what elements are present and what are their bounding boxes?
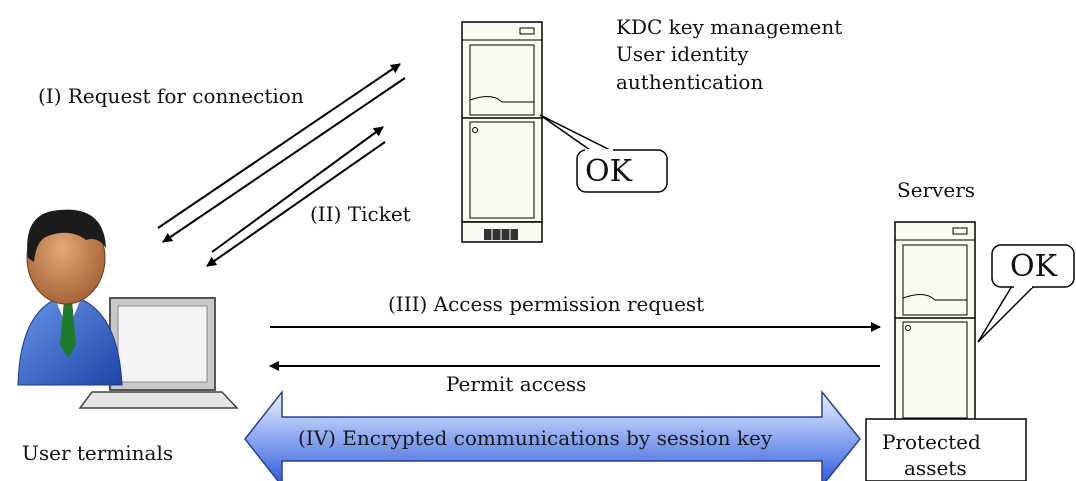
encrypted-communication-arrow (244, 389, 861, 481)
laptop-icon (78, 297, 239, 409)
step-access-request-label: (III) Access permission request (388, 292, 705, 316)
step-request-connection-label: (I) Request for connection (38, 84, 304, 108)
step-permit-access-label: Permit access (446, 372, 587, 396)
kdc-ok-text: OK (585, 154, 633, 189)
kdc-label-line1: KDC key management (616, 15, 843, 39)
user-avatar-icon (17, 209, 123, 386)
destination-server-icon (894, 221, 976, 423)
kdc-label-line2: User identity (616, 42, 749, 66)
protected-assets-label-line2: assets (904, 456, 967, 480)
user-terminals-label: User terminals (22, 441, 174, 465)
step-encrypted-communications-label: (IV) Encrypted communications by session… (298, 426, 773, 450)
protected-assets-label-line1: Protected (882, 430, 981, 454)
server-ok-text: OK (1010, 249, 1058, 284)
server-ok-callout (977, 244, 1075, 343)
ticket-arrow (206, 126, 386, 267)
kdc-label-line3: authentication (616, 70, 764, 94)
servers-label: Servers (897, 178, 976, 202)
step-ticket-label: (II) Ticket (310, 202, 411, 226)
protected-assets-box (865, 418, 1027, 481)
request-connection-arrow (157, 63, 406, 243)
kdc-server-icon (461, 21, 543, 243)
kdc-ok-callout (539, 114, 668, 193)
